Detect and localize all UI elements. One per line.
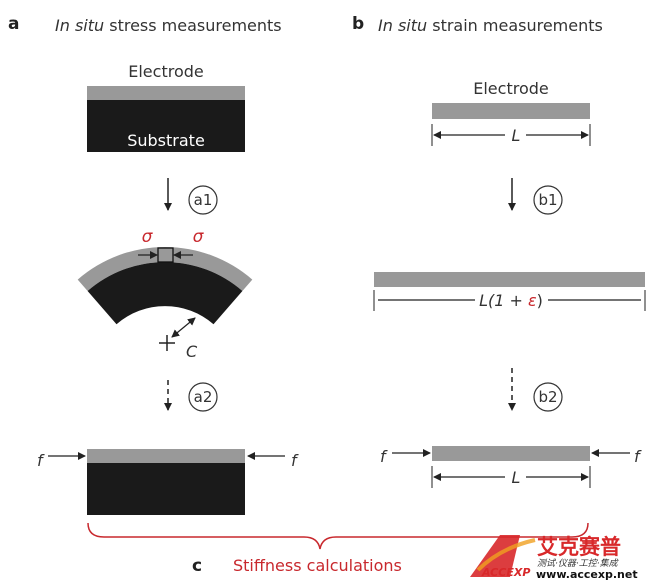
electrode-layer-loaded <box>87 449 245 463</box>
substrate-block <box>87 100 245 152</box>
stress-sigma-left: σ <box>142 227 154 247</box>
center-label: C <box>186 342 198 361</box>
force-label-left-b: f <box>380 447 388 466</box>
strained-electrode <box>374 272 645 287</box>
loaded-electrode <box>432 446 590 461</box>
step-circle <box>188 382 218 412</box>
substrate-label: Substrate <box>127 131 205 150</box>
electrode-label-b: Electrode <box>473 79 548 98</box>
length-label-loaded: L <box>512 468 521 487</box>
watermark-url: www.accexp.net <box>536 568 638 581</box>
step-b2: b2 <box>538 388 557 406</box>
electrode-label-a: Electrode <box>128 62 203 81</box>
force-label-right-b: f <box>634 447 642 466</box>
watermark-tagline: 测试·仪器·工控·集成 <box>537 558 620 569</box>
step-b1: b1 <box>538 191 557 209</box>
panel-a-title: In situ stress measurements <box>55 16 282 35</box>
strained-length-label: L(1 + ε) <box>479 291 543 310</box>
bent-substrate <box>87 262 243 325</box>
stress-element <box>157 247 174 263</box>
stress-sigma-right: σ <box>193 227 205 247</box>
force-label-right-a: f <box>291 451 299 470</box>
step-circle <box>533 185 563 215</box>
step-circle <box>188 185 218 215</box>
bent-electrode <box>77 246 253 291</box>
panel-a-letter: a <box>8 14 19 34</box>
step-a2: a2 <box>194 388 213 406</box>
panel-c-letter: c <box>192 556 202 576</box>
panel-b-letter: b <box>352 14 364 34</box>
electrode-layer <box>87 86 245 100</box>
panel-b-title: In situ strain measurements <box>378 16 603 35</box>
step-a1: a1 <box>194 191 213 209</box>
svg-text:ACCEXP: ACCEXP <box>481 566 530 579</box>
curly-brace <box>87 522 589 550</box>
watermark-brand: 艾克赛普 <box>537 535 621 559</box>
length-label: L <box>512 126 521 145</box>
step-circle <box>533 382 563 412</box>
substrate-block-loaded <box>87 463 245 515</box>
radius-arrow-icon <box>171 317 196 338</box>
watermark-logo: ACCEXP 艾克赛普 测试·仪器·工控·集成 www.accexp.net <box>470 535 638 581</box>
free-electrode <box>432 103 590 119</box>
force-label-left-a: f <box>37 451 45 470</box>
panel-c-title: Stiffness calculations <box>233 556 402 575</box>
